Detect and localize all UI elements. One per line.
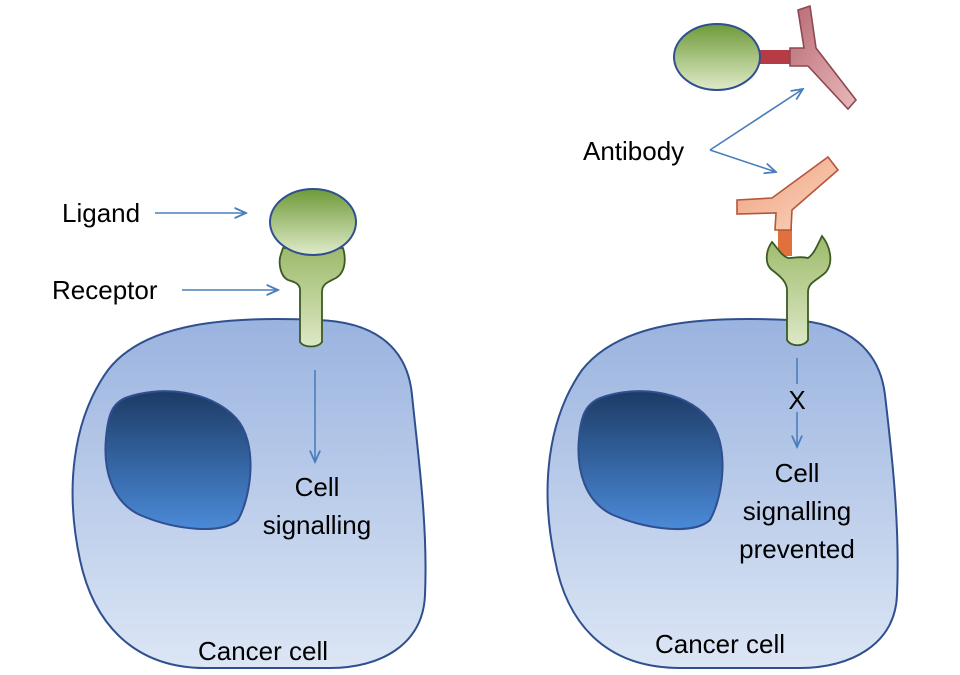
bound-antibody — [736, 155, 840, 231]
right-nucleus — [577, 390, 724, 530]
right-signal-text-2: signalling — [743, 496, 851, 526]
left-receptor — [278, 247, 346, 348]
antibody-link-bound — [778, 226, 792, 256]
left-signal-text-1: Cell — [295, 472, 340, 502]
right-signal-text-3: prevented — [739, 534, 855, 564]
right-signal-text-1: Cell — [775, 458, 820, 488]
antibody-label: Antibody — [583, 136, 684, 166]
antibody-link-free — [754, 50, 796, 64]
ligand-label: Ligand — [62, 198, 140, 228]
antibody-pointer-arrow-upper — [709, 89, 803, 151]
free-ligand — [673, 23, 761, 91]
left-cell-label: Cancer cell — [198, 636, 328, 666]
left-nucleus — [104, 390, 252, 530]
left-signal-text-2: signalling — [263, 510, 371, 540]
free-antibody — [789, 4, 858, 111]
antibody-pointer-arrow-lower — [709, 149, 776, 172]
right-panel: Antibody X Cell signalling prevented Can… — [546, 4, 899, 669]
block-mark: X — [788, 385, 805, 415]
left-panel: Ligand Receptor Cell signalling Cancer c… — [52, 188, 427, 669]
left-ligand — [269, 188, 357, 256]
receptor-label: Receptor — [52, 275, 158, 305]
right-cell-label: Cancer cell — [655, 629, 785, 659]
right-receptor — [765, 234, 832, 347]
